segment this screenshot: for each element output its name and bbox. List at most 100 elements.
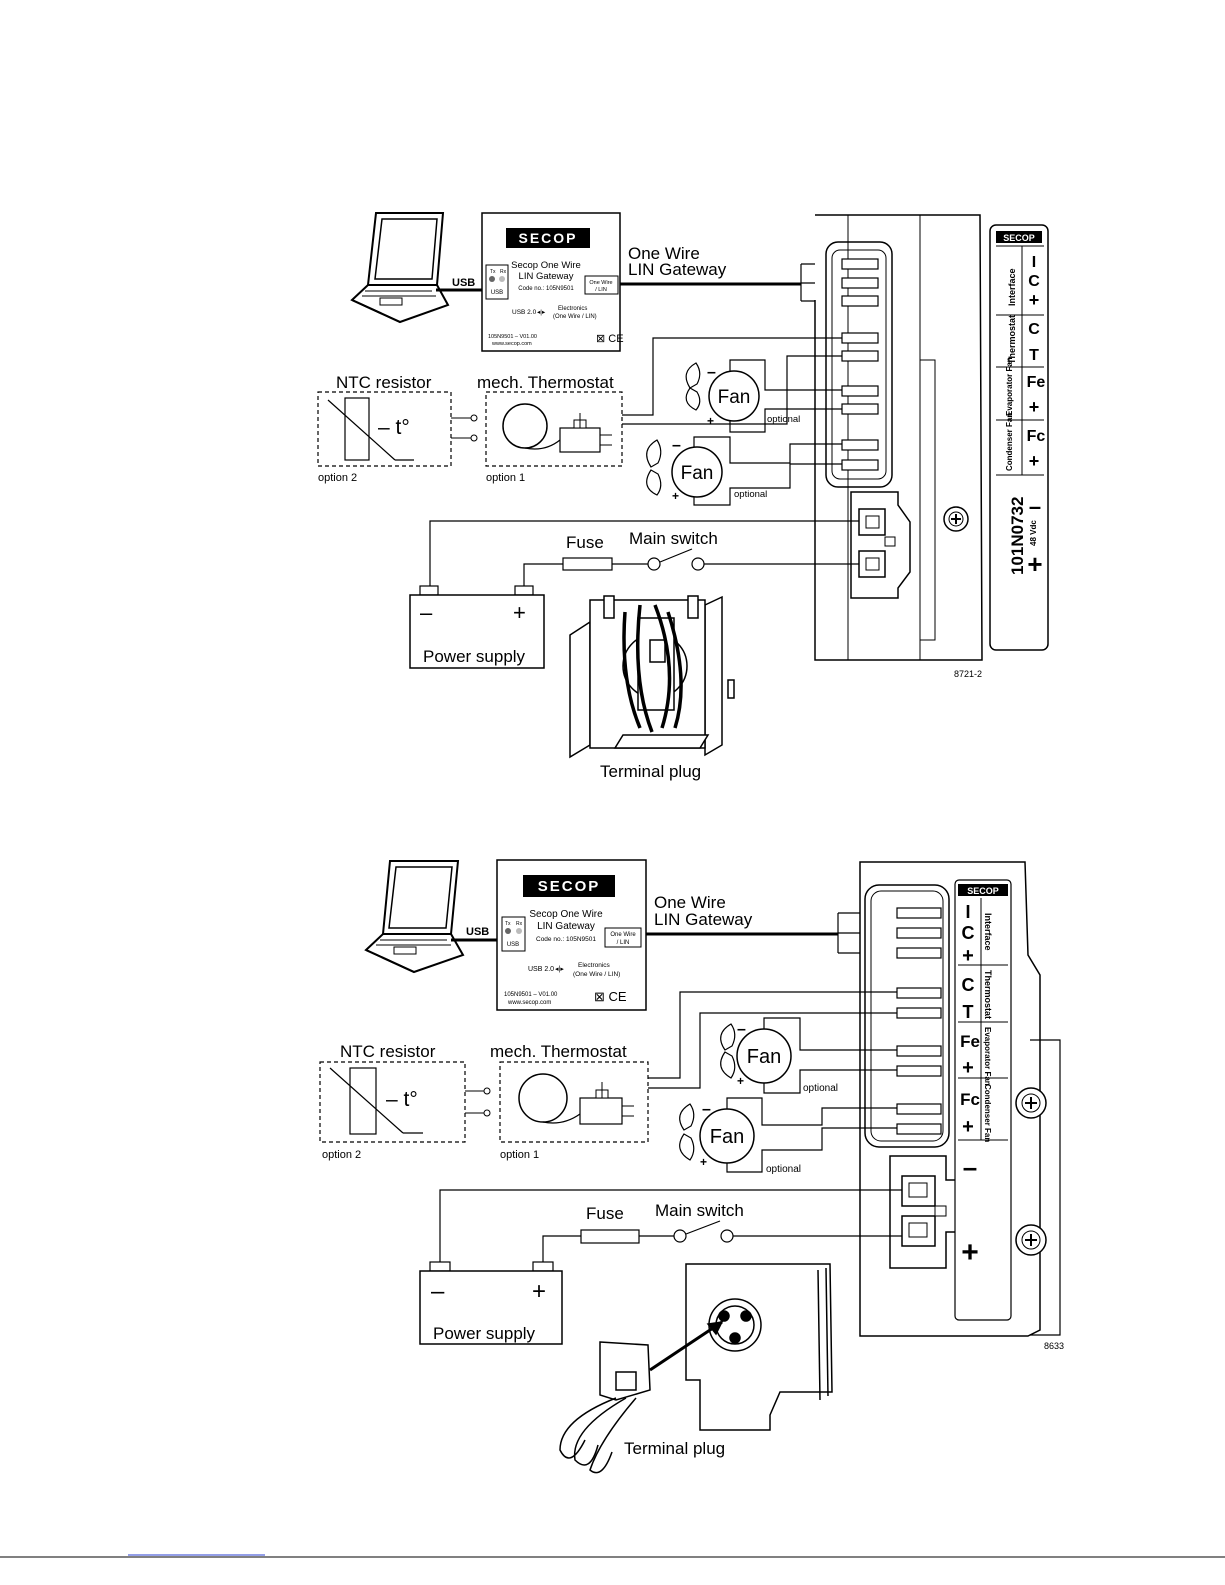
thermostat-option: option 1 <box>500 1149 539 1161</box>
gateway-brand: SECOP <box>518 230 577 246</box>
gateway-title-1: Secop One Wire <box>529 909 603 920</box>
main-switch-icon <box>673 1220 734 1243</box>
cond-fan-minus: – <box>702 1101 711 1118</box>
power-supply-minus: – <box>431 1278 445 1305</box>
terminal-plug-illustration <box>559 1263 833 1474</box>
terminal-plug-illustration <box>569 595 735 759</box>
gateway-rx: Rx <box>500 269 507 275</box>
thermostat-wire-c <box>648 991 897 1079</box>
gateway-onewire-1: One Wire <box>589 280 612 286</box>
panel-group-condenser: Condenser Fan <box>1005 413 1014 471</box>
evap-fan-label: Fan <box>718 387 751 408</box>
power-wire-positive <box>542 1235 581 1262</box>
thermostat-title: mech. Thermostat <box>477 373 614 392</box>
gateway-title-2: LIN Gateway <box>519 271 574 282</box>
terminal-plug-label: Terminal plug <box>600 762 701 781</box>
gateway-box: SECOP Secop One Wire LIN Gateway Code no… <box>481 212 624 352</box>
ntc-resistor-box: NTC resistor – t° option 2 <box>319 1042 491 1161</box>
panel-term-fe: Fe <box>1027 374 1046 391</box>
panel-term-fc-plus: + <box>1029 451 1040 471</box>
gateway-onewire-1: One Wire <box>610 932 636 938</box>
rx-led-icon <box>499 276 505 282</box>
fuse-label: Fuse <box>566 533 604 552</box>
panel-brand: SECOP <box>1003 233 1035 243</box>
gateway-title-2: LIN Gateway <box>537 921 595 932</box>
panel-pwr-minus: – <box>1029 494 1041 519</box>
tx-led-icon <box>505 928 511 934</box>
ntc-option: option 2 <box>318 472 357 484</box>
panel-term-thermo-t: T <box>963 1002 974 1022</box>
gateway-usb-spec: USB 2.0 <box>512 309 537 316</box>
controller-housing: 8721-2 <box>814 214 983 679</box>
panel-term-thermo-c: C <box>962 975 975 995</box>
panel-pwr-plus: + <box>961 1236 979 1269</box>
evap-fan-optional: optional <box>767 414 800 425</box>
mech-thermostat-box: mech. Thermostat option 1 <box>490 1042 649 1161</box>
panel-group-thermostat: Thermostat <box>1007 315 1017 364</box>
screw-icon <box>1015 1224 1047 1256</box>
wiring-diagram-top: USB SECOP Secop One Wire LIN Gateway Cod… <box>317 212 1049 781</box>
panel-term-plus: + <box>962 945 974 967</box>
ntc-option: option 2 <box>322 1149 361 1161</box>
gateway-title-1: Secop One Wire <box>511 260 581 271</box>
cond-fan-wire-plus <box>693 463 842 506</box>
gateway-code: Code no.: 105N9501 <box>536 936 596 943</box>
arrow-icon: ◂|▸ <box>555 966 564 973</box>
terminal-plug-label: Terminal plug <box>624 1439 725 1458</box>
panel-group-evaporator: Evaporator Fan <box>983 1027 992 1086</box>
power-supply-label: Power supply <box>433 1324 536 1343</box>
thermostat-title: mech. Thermostat <box>490 1042 627 1061</box>
panel-group-interface: Interface <box>1007 268 1017 306</box>
laptop-icon <box>350 212 450 324</box>
gateway-tx: Tx <box>490 269 496 275</box>
evap-fan-wire-plus <box>763 1069 897 1094</box>
panel-term-c: C <box>962 923 975 943</box>
thermostat-option: option 1 <box>486 472 525 484</box>
power-supply-box: – + Power supply <box>419 1261 563 1345</box>
panel-pwr-minus: – <box>963 1152 977 1182</box>
one-wire-label-1: One Wire <box>628 244 700 263</box>
panel-group-thermostat: Thermostat <box>983 970 993 1019</box>
evap-fan-plus: + <box>737 1074 744 1088</box>
usb-cable-label: USB <box>452 277 475 289</box>
cond-fan-label: Fan <box>681 463 714 484</box>
gateway-electronics-2: (One Wire / LIN) <box>553 314 597 320</box>
figure-id-bottom: 8633 <box>1044 1341 1064 1351</box>
gateway-usb-spec: USB 2.0 <box>528 966 554 973</box>
panel-brand: SECOP <box>967 886 999 896</box>
gateway-code: Code no.: 105N9501 <box>518 286 574 292</box>
cond-fan-plus: + <box>672 489 679 503</box>
power-supply-label: Power supply <box>423 647 526 666</box>
cond-fan-optional: optional <box>766 1164 801 1175</box>
panel-term-i: I <box>965 902 970 922</box>
panel-pwr-plus: + <box>1027 549 1042 579</box>
ntc-symbol: – t° <box>378 416 410 439</box>
panel-term-fe-plus: + <box>1029 397 1040 417</box>
gateway-usb-box: USB <box>507 942 519 948</box>
gateway-onewire-2: / LIN <box>617 940 630 946</box>
gateway-usb-box: USB <box>491 290 503 296</box>
connector-pins <box>896 907 942 1135</box>
cond-fan-wire-plus <box>726 1127 897 1173</box>
condenser-fan-icon: Fan – + <box>679 1101 755 1169</box>
panel-term-plus: + <box>1029 290 1040 310</box>
gateway-brand: SECOP <box>538 878 601 895</box>
panel-group-evaporator: Evaporator Fan <box>1005 357 1014 416</box>
ce-mark-icon: ⊠ CE <box>596 333 624 345</box>
thermostat-wire-t <box>648 1012 897 1089</box>
ntc-symbol: – t° <box>386 1088 418 1111</box>
arrow-icon: ◂|▸ <box>537 309 546 316</box>
gateway-url: www.secop.com <box>491 341 532 347</box>
cond-fan-optional: optional <box>734 489 767 500</box>
gateway-electronics-1: Electronics <box>578 962 611 969</box>
panel-term-fc: Fc <box>960 1090 980 1109</box>
tx-led-icon <box>489 276 495 282</box>
panel-group-interface: Interface <box>983 913 993 951</box>
power-supply-plus: + <box>532 1278 546 1305</box>
fuse-label: Fuse <box>586 1204 624 1223</box>
one-wire-label-1: One Wire <box>654 893 726 912</box>
gateway-url: www.secop.com <box>507 1000 551 1006</box>
label-panel: SECOP Interface Thermostat Evaporator Fa… <box>989 224 1049 651</box>
evaporator-fan-icon: Fan – + <box>720 1021 792 1088</box>
controller-housing: SECOP I C + C T Fe + Fc + Interface Ther… <box>859 861 1064 1351</box>
